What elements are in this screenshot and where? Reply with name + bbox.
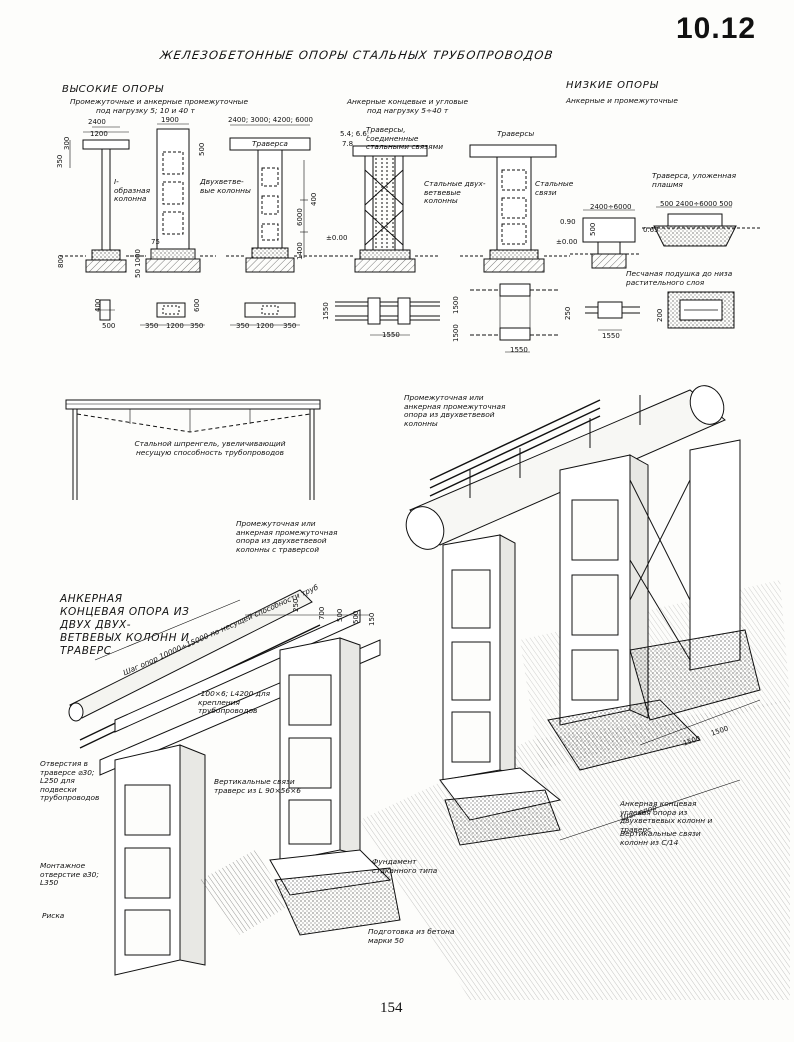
dim-2400: 2400 [88, 118, 106, 126]
column-middle [439, 534, 562, 846]
dim-top-700: 700 [318, 606, 326, 620]
truss-elevation [65, 399, 321, 500]
anchor-supports-subheading-1: Анкерные концевые и угловые [347, 97, 469, 106]
plan-dim-500: 500 [102, 322, 116, 330]
label-traverses: Траверсы [497, 129, 535, 138]
high-supports-subheading-2: под нагрузку 5; 10 и 40 т [96, 106, 195, 115]
column-frame-right [547, 439, 761, 771]
dim-1550-low: 1550 [602, 332, 620, 340]
label-steel-links: Стальные связи [535, 179, 574, 197]
dim-250: 250 [564, 306, 572, 320]
dim-1500-a: 1500 [452, 296, 460, 314]
dim-500-row: 500 2400÷6000 500 [660, 200, 733, 208]
dim-zero-high: ±0.00 [326, 234, 348, 242]
dim-75: 75 [151, 238, 160, 246]
dim-1550-v: 1550 [322, 302, 330, 320]
dim-350: 350 [56, 154, 64, 168]
dim-500: 500 [198, 142, 206, 156]
plan-sand-cushion [667, 291, 735, 329]
dim-top-250: 250 [292, 598, 300, 612]
anchor-supports-subheading-2: под нагрузку 5÷40 т [367, 106, 449, 115]
dim-top-500b: 500 [352, 610, 360, 624]
dim-top-150: 150 [368, 612, 376, 626]
dim-090: 0.90 [560, 218, 576, 226]
label-intermediate-mid: Промежуточная или анкерная промежуточная… [236, 519, 338, 554]
label-foundation: Фундамент стаканного типа [372, 857, 438, 875]
i-column-elevation [60, 126, 145, 273]
label-intermediate-top: Промежуточная или анкерная промежуточная… [404, 393, 506, 428]
low-supports-heading: НИЗКИЕ ОПОРЫ [566, 80, 659, 91]
page-number: 154 [380, 1000, 403, 1016]
label-traverses-joined: Траверсы, соединенные стальными связями [366, 125, 443, 152]
dim-6000: 6000 [296, 208, 304, 226]
label-steel-two-branch: Стальные двух-ветвевые колонны [424, 179, 486, 206]
plan-dim-350a: 350 [145, 322, 159, 330]
label-holes: Отверстия в траверсе ⌀30; L250 для подве… [40, 759, 100, 803]
traverse-elevation [226, 124, 330, 273]
dim-200-low: 200 [656, 308, 664, 322]
dim-1550-h2: 1550 [510, 346, 528, 354]
label-mount-hole: Монтажное отверстие ⌀30; L350 [40, 861, 99, 888]
dim-54: 5.4; 6.6; [340, 130, 370, 138]
pipe-bundle-right [405, 385, 726, 550]
low-supports-subheading: Анкерные и промежуточные [566, 96, 678, 105]
plan-traverse [230, 302, 300, 326]
dim-065: 0.65 [643, 226, 659, 234]
dim-1550-h: 1550 [382, 331, 400, 339]
dim-1200: 1200 [90, 130, 108, 138]
label-prep: Подготовка из бетона марки 50 [368, 927, 455, 945]
dim-1400: 1400 [296, 242, 304, 260]
page-title: ЖЕЛЕЗОБЕТОННЫЕ ОПОРЫ СТАЛЬНЫХ ТРУБОПРОВО… [159, 48, 555, 62]
steel-two-branch-elevation [460, 144, 570, 273]
plan-steel-two-branch [470, 283, 560, 353]
anchor-end-heading: АНКЕРНАЯ КОНЦЕВАЯ ОПОРА ИЗ ДВУХ ДВУХ-ВЕТ… [60, 593, 190, 657]
low-support-sand-cushion [642, 206, 760, 247]
dim-78: 7.8 [342, 140, 354, 148]
dim-1500-b: 1500 [452, 324, 460, 342]
dim-top-500a: 500 [336, 608, 344, 622]
dim-1900: 1900 [161, 116, 179, 124]
dim-2400-6000: 2400÷6000 [590, 203, 632, 211]
high-supports-subheading-1: Промежуточные и анкерные промежуточные [70, 97, 249, 106]
two-branch-column-elevation [130, 123, 216, 273]
low-support-elevation [570, 209, 640, 269]
plan2-dim-350b: 350 [283, 322, 297, 330]
plan-dim-600: 600 [193, 298, 201, 312]
page-id: 10.12 [676, 12, 757, 45]
label-traverse: Траверса [252, 139, 288, 148]
label-sand-cushion: Песчаная подушка до низа растительного с… [626, 269, 733, 287]
label-traverse-on-ground: Траверса, уложенная плашмя [652, 171, 737, 189]
plan-dim-400: 400 [94, 298, 102, 312]
anchor-end-elevation [330, 145, 440, 273]
dim-800: 800 [57, 254, 65, 268]
plan-low-support [585, 301, 640, 331]
label-risk: Риска [42, 911, 65, 920]
label-truss: Стальной шпренгель, увеличивающий несущу… [134, 439, 286, 457]
plan-anchor-end [335, 297, 440, 336]
plan-dim-350b: 350 [190, 322, 204, 330]
plan-two-branch [140, 302, 205, 326]
label-anchor-corner: Анкерная концевая угловая опора из двухв… [620, 799, 713, 834]
plan2-dim-1200: 1200 [256, 322, 274, 330]
label-plate: -100×6; L4200 для крепления трубопроводо… [198, 689, 271, 716]
plan-dim-1200: 1200 [166, 322, 184, 330]
plan2-dim-350a: 350 [236, 322, 250, 330]
dim-300: 300 [63, 136, 71, 150]
high-supports-heading: ВЫСОКИЕ ОПОРЫ [62, 84, 164, 95]
dim-zero-low: ±0.00 [556, 238, 578, 246]
label-two-branch: Двухветве-вые колонны [200, 177, 251, 195]
label-vertical-links-2: Вертикальные связи колонн из С/14 [620, 829, 701, 847]
label-i-column: I-образная колонна [114, 177, 151, 204]
dim-400: 400 [310, 192, 318, 206]
dim-traverse: 2400; 3000; 4200; 6000 [228, 116, 314, 124]
dim-50-1000: 50 1000 [134, 249, 142, 278]
anchor-end-left [68, 589, 401, 976]
dim-500-low: 500 [589, 222, 597, 236]
label-vertical-links: Вертикальные связи траверс из L 90×56×6 [214, 777, 301, 795]
